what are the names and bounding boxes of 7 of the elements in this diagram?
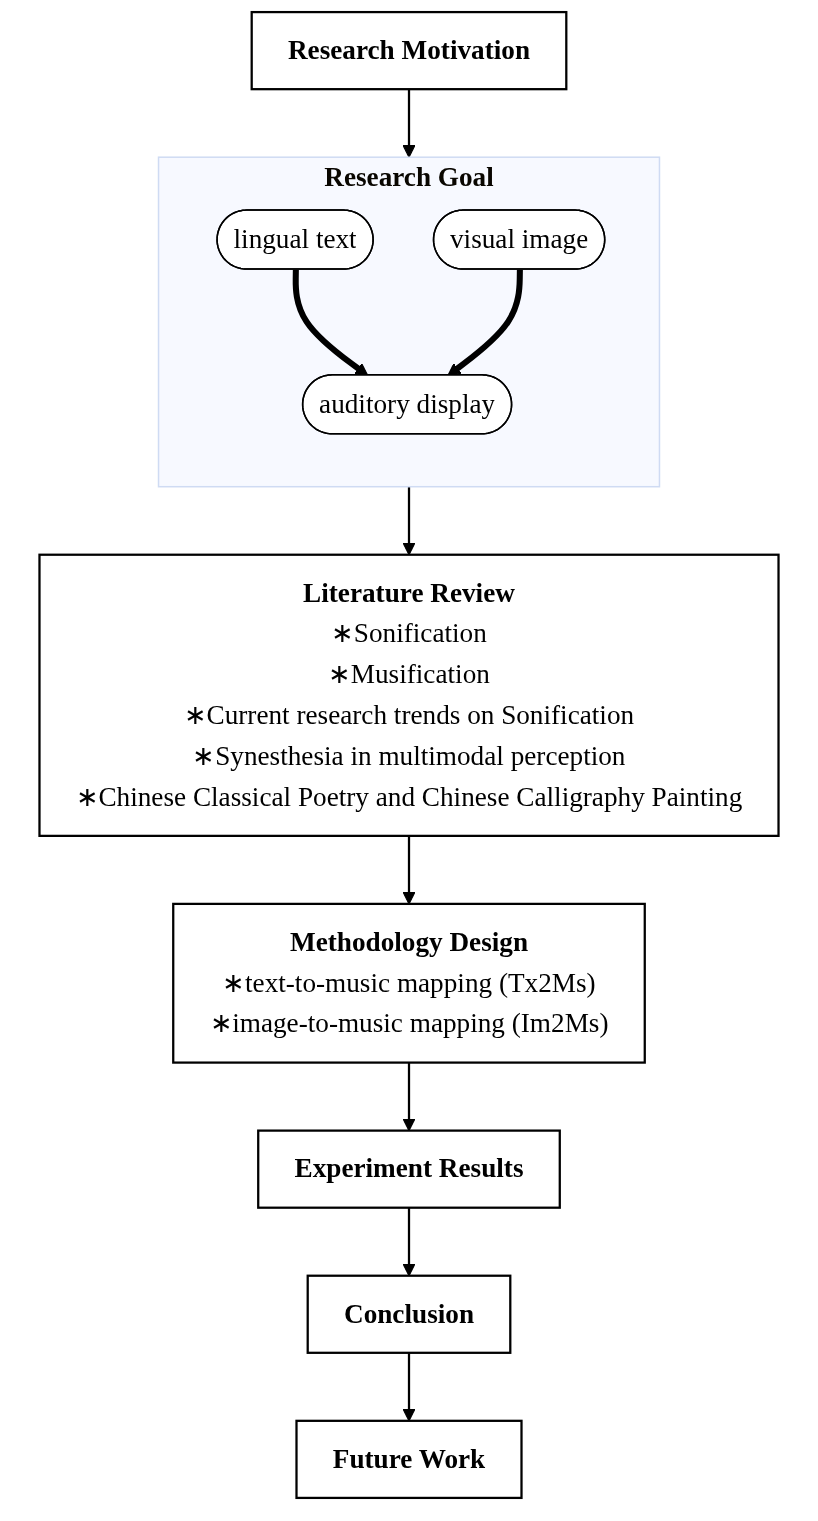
node-box: Conclusion — [306, 1274, 512, 1354]
node-box: Literature Review ∗Sonification ∗Musification ∗Current research trends on Sonification ∗Synesthesia in multimodal perception ∗Chinese Classical Poetry and Chinese Calligraphy Painting — [38, 553, 780, 837]
node-box: Methodology Design ∗text-to-music mapping (Tx2Ms) ∗image-to-music mapping (Im2Ms) — [172, 902, 646, 1064]
node-box: Experiment Results — [257, 1129, 561, 1209]
node-box: Future Work — [295, 1419, 523, 1500]
node-box: Research Motivation — [250, 10, 568, 91]
arrow — [402, 89, 416, 158]
